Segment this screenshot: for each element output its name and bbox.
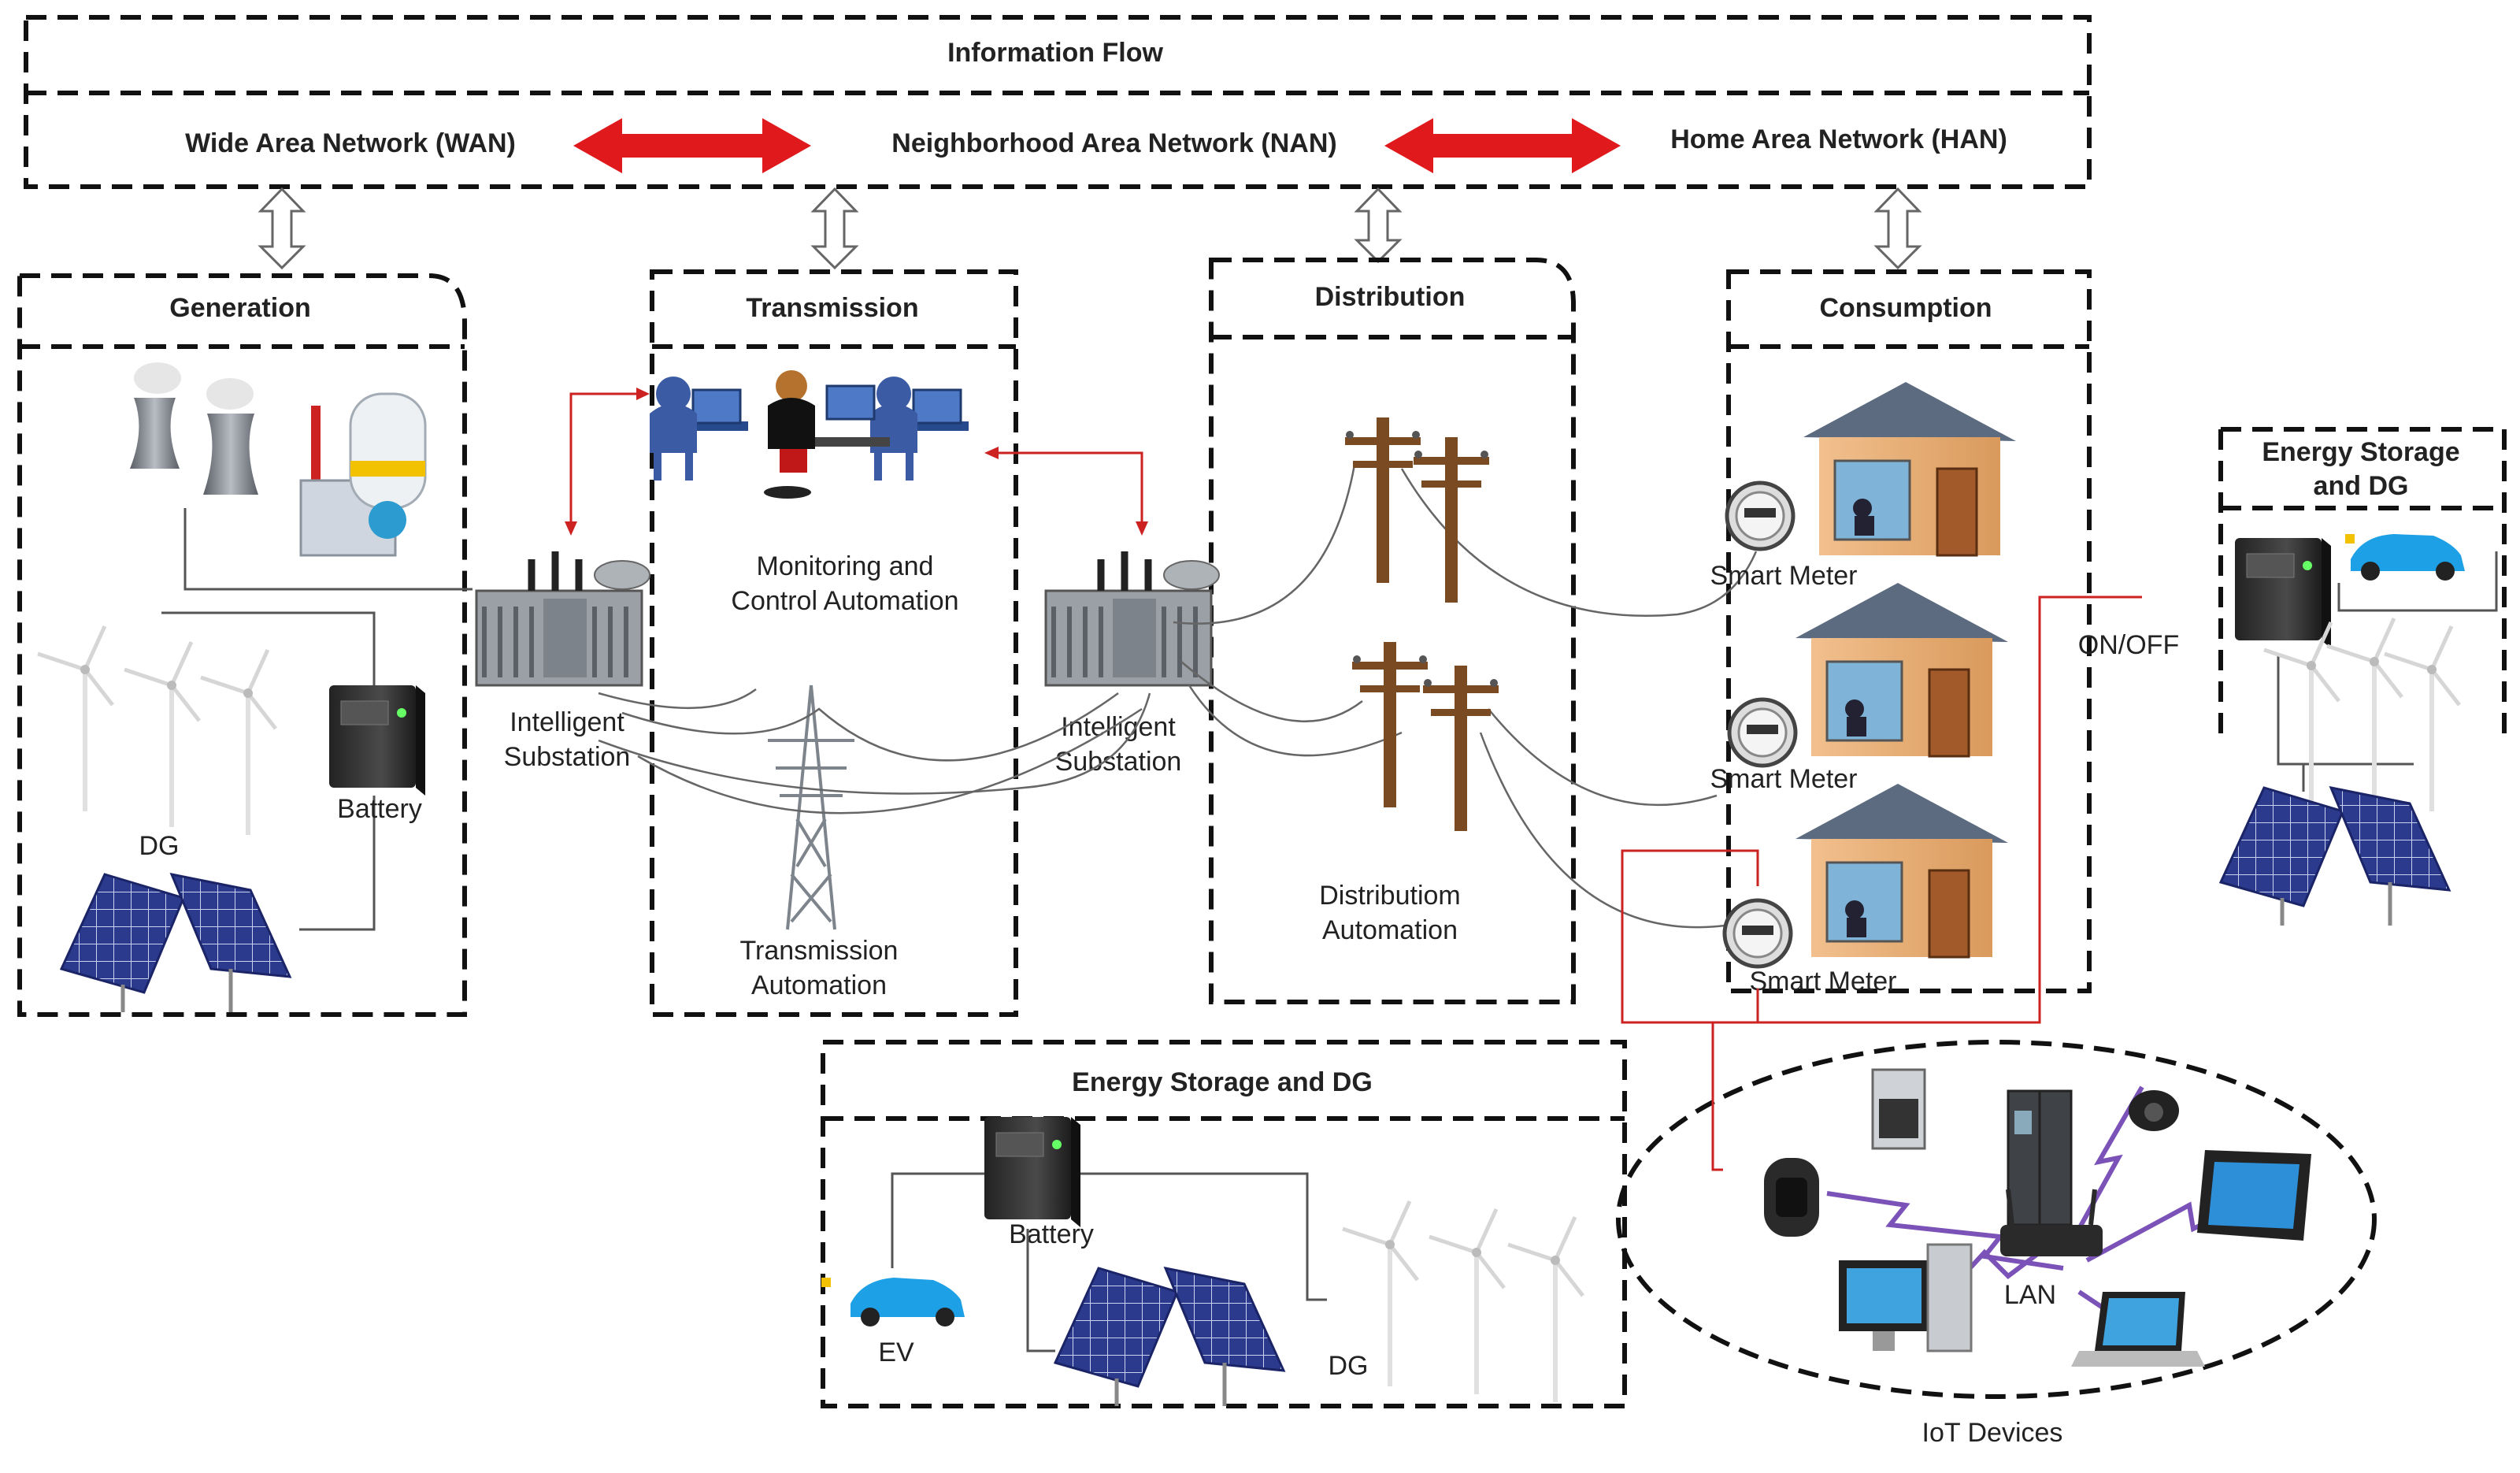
house-icon: [1802, 380, 2018, 557]
generation-dg-label: DG: [139, 831, 180, 861]
wind-turbine-icon: [1508, 1217, 1583, 1402]
monitoring-label-line1: Monitoring and: [757, 551, 934, 581]
battery-icon: [984, 1116, 1081, 1228]
transmission-automation-line2: Automation: [751, 970, 887, 1000]
distribution-automation-line1: Distributiom: [1319, 881, 1460, 911]
storage-battery-label: Battery: [1009, 1219, 1094, 1249]
battery-icon: [328, 685, 426, 796]
laptop-icon: [2071, 1292, 2205, 1367]
consumption-title: Consumption: [1819, 293, 1992, 323]
energy-storage-right-title-line2: and DG: [2314, 471, 2409, 501]
arrowheads-icon: [565, 388, 1148, 536]
wind-turbine-icon: [201, 650, 276, 835]
iot-devices-label: IoT Devices: [1922, 1418, 2063, 1448]
cooling-towers-icon: [130, 362, 258, 495]
substation-icon: [476, 551, 650, 685]
desktop-computer-icon: [1839, 1243, 1973, 1352]
control-room-icon: [650, 370, 969, 499]
substation-left-line2: Substation: [504, 742, 631, 772]
energy-storage-right-panel: [2218, 427, 2507, 744]
wind-turbine-icon: [2385, 626, 2459, 811]
wan-label: Wide Area Network (WAN): [185, 128, 516, 158]
distribution-panel: [1209, 258, 1576, 1004]
smart-meter-label-3: Smart Meter: [1749, 967, 1896, 996]
generation-title: Generation: [169, 293, 310, 323]
solar-panel-icon: [2221, 788, 2449, 926]
smart-meter-icon: [1727, 483, 1793, 549]
solar-panel-icon: [61, 874, 290, 1012]
substation-left-line1: Intelligent: [510, 707, 624, 737]
smart-meter-icon: [1725, 900, 1791, 967]
stove-icon: [1871, 1068, 1926, 1150]
smart-meter-label-1: Smart Meter: [1710, 561, 1857, 591]
battery-icon: [2234, 537, 2332, 649]
wind-turbine-icon: [1429, 1209, 1504, 1394]
wind-turbine-icon: [124, 642, 199, 827]
substation-icon: [1046, 551, 1219, 685]
router-icon: [2000, 1189, 2103, 1256]
generation-wiring: [161, 508, 472, 931]
transmission-title: Transmission: [746, 293, 918, 323]
information-flow-title: Information Flow: [947, 38, 1163, 68]
utility-pole-icon: [1352, 642, 1428, 807]
generation-battery-label: Battery: [337, 794, 422, 824]
distribution-automation-line2: Automation: [1322, 915, 1458, 945]
nan-han-arrow: [1384, 118, 1621, 173]
smartwatch-icon: [1764, 1158, 1819, 1237]
house-icon: [1794, 782, 2010, 959]
vertical-link-arrows: [258, 187, 1922, 270]
lan-label: LAN: [2004, 1280, 2056, 1310]
security-camera-icon: [2129, 1090, 2179, 1131]
utility-pole-icon: [1345, 417, 1421, 583]
smart-meter-label-2: Smart Meter: [1710, 764, 1857, 794]
solar-panel-icon: [1055, 1268, 1284, 1406]
refrigerator-icon: [2007, 1089, 2073, 1226]
electric-car-icon: [2345, 534, 2465, 581]
wind-turbine-icon: [2264, 622, 2339, 807]
wind-turbine-icon: [38, 626, 113, 811]
right-storage-wiring: [2277, 551, 2498, 792]
substation-right-line2: Substation: [1055, 747, 1182, 777]
ev-label: EV: [878, 1338, 914, 1367]
utility-pole-icon: [1414, 437, 1489, 603]
home-wiring: [1621, 596, 2142, 1171]
transmission-automation-line1: Transmission: [740, 936, 899, 966]
tablet-icon: [2197, 1150, 2311, 1241]
power-lines: [598, 464, 1758, 929]
han-label: Home Area Network (HAN): [1670, 124, 2007, 154]
wind-turbine-icon: [2327, 618, 2402, 803]
electric-car-icon: [821, 1278, 965, 1326]
storage-wiring: [891, 1172, 1327, 1352]
monitoring-label-line2: Control Automation: [731, 586, 958, 616]
energy-storage-bottom-title: Energy Storage and DG: [1072, 1067, 1373, 1097]
storage-dg-label: DG: [1329, 1351, 1369, 1381]
smart-meter-icon: [1729, 699, 1796, 766]
information-flow-header: [24, 15, 2092, 189]
consumption-panel: [1726, 269, 2092, 993]
power-plant-icon: [299, 392, 427, 557]
energy-storage-right-title-line1: Energy Storage: [2262, 437, 2459, 467]
control-signal-arrows: [569, 392, 1143, 528]
on-off-label: ON/OFF: [2078, 630, 2179, 660]
house-icon: [1794, 581, 2010, 758]
iot-devices-boundary: [1616, 1040, 2377, 1399]
transmission-panel: [650, 269, 1018, 1017]
substation-right-line1: Intelligent: [1061, 712, 1176, 742]
distribution-title: Distribution: [1315, 282, 1466, 312]
generation-panel: [17, 273, 467, 1017]
nan-label: Neighborhood Area Network (NAN): [891, 128, 1336, 158]
transmission-tower-icon: [768, 685, 854, 930]
wan-nan-arrow: [573, 118, 811, 173]
